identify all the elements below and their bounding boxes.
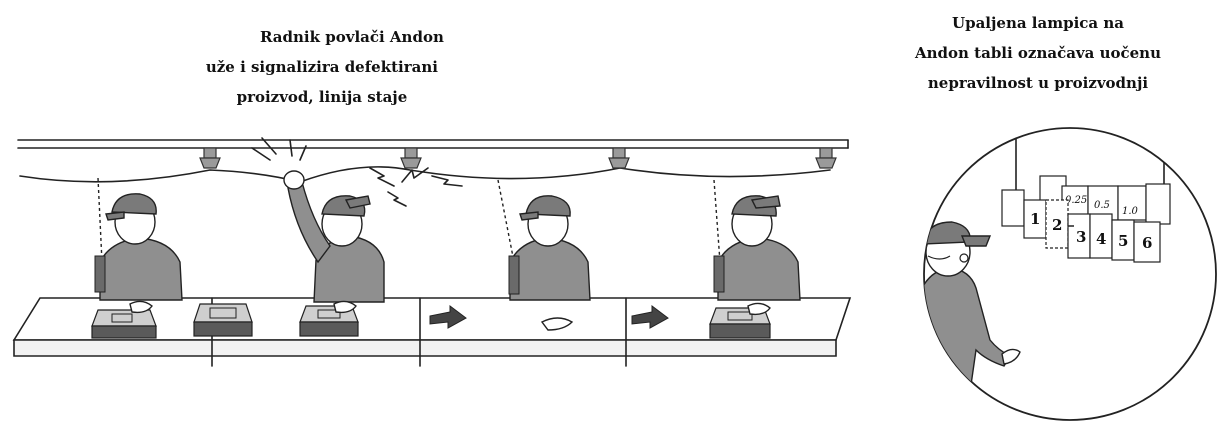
product-box [194, 304, 252, 336]
board-station-1: 1 [1030, 210, 1040, 228]
board-station-6: 6 [1142, 234, 1152, 252]
overhead-rail [18, 140, 848, 148]
andon-board-inset: 0.25 0.5 1.0 1 2 3 4 5 6 [920, 128, 1216, 420]
ceiling-lamp-icon [609, 148, 629, 168]
board-timer-label: 1.0 [1122, 206, 1139, 217]
board-station-3: 3 [1076, 228, 1086, 246]
product-box [92, 310, 156, 338]
board-station-2-lit: 2 [1052, 216, 1062, 234]
worker-pulling-cord [284, 171, 384, 312]
ceiling-lamp-icon [200, 148, 220, 168]
andon-cord[interactable] [20, 167, 830, 182]
ceiling-lamp-icon [401, 148, 421, 168]
board-timer-label: 0.5 [1094, 200, 1110, 211]
board-station-4: 4 [1096, 230, 1106, 248]
worker-with-tool [95, 178, 182, 312]
worker-with-tool [714, 180, 800, 314]
ceiling-lamp-icon [816, 148, 836, 168]
board-station-5: 5 [1118, 232, 1128, 250]
